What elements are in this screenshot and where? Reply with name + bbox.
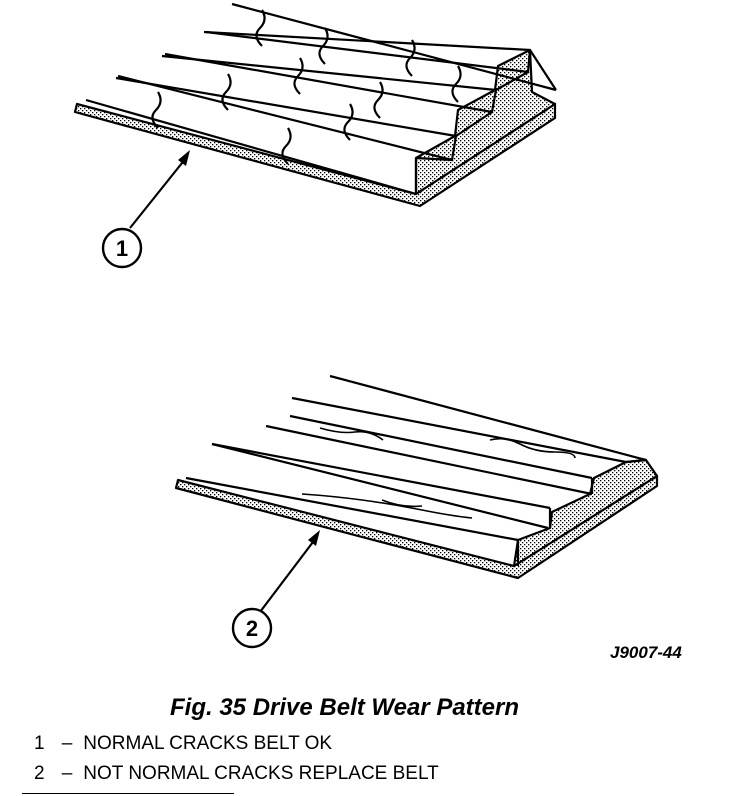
legend-number: 2	[34, 763, 45, 784]
legend-text: NOT NORMAL CRACKS REPLACE BELT	[83, 763, 439, 784]
callout-1: 1	[101, 227, 143, 269]
callout-2: 2	[231, 607, 273, 649]
figure-caption: Fig. 35 Drive Belt Wear Pattern	[170, 694, 520, 721]
legend-item: 1– NORMAL CRACKS BELT OK	[34, 733, 332, 755]
legend-number: 1	[34, 733, 45, 754]
leader-arrow-1	[129, 150, 190, 229]
legend-text: NORMAL CRACKS BELT OK	[83, 733, 333, 754]
belt-normal-cracks	[73, 2, 557, 208]
reference-code: J9007-44	[610, 643, 682, 662]
divider	[22, 793, 234, 794]
belt-illustration: 1 2 J9007-44	[73, 2, 682, 662]
legend-item: 2– NOT NORMAL CRACKS REPLACE BELT	[34, 763, 439, 785]
svg-text:2: 2	[246, 616, 258, 641]
legend-dash: –	[61, 733, 73, 754]
leader-arrow-2	[259, 530, 320, 613]
legend-dash: –	[61, 763, 73, 784]
svg-text:1: 1	[116, 236, 128, 261]
belt-abnormal-cracks	[174, 374, 659, 580]
